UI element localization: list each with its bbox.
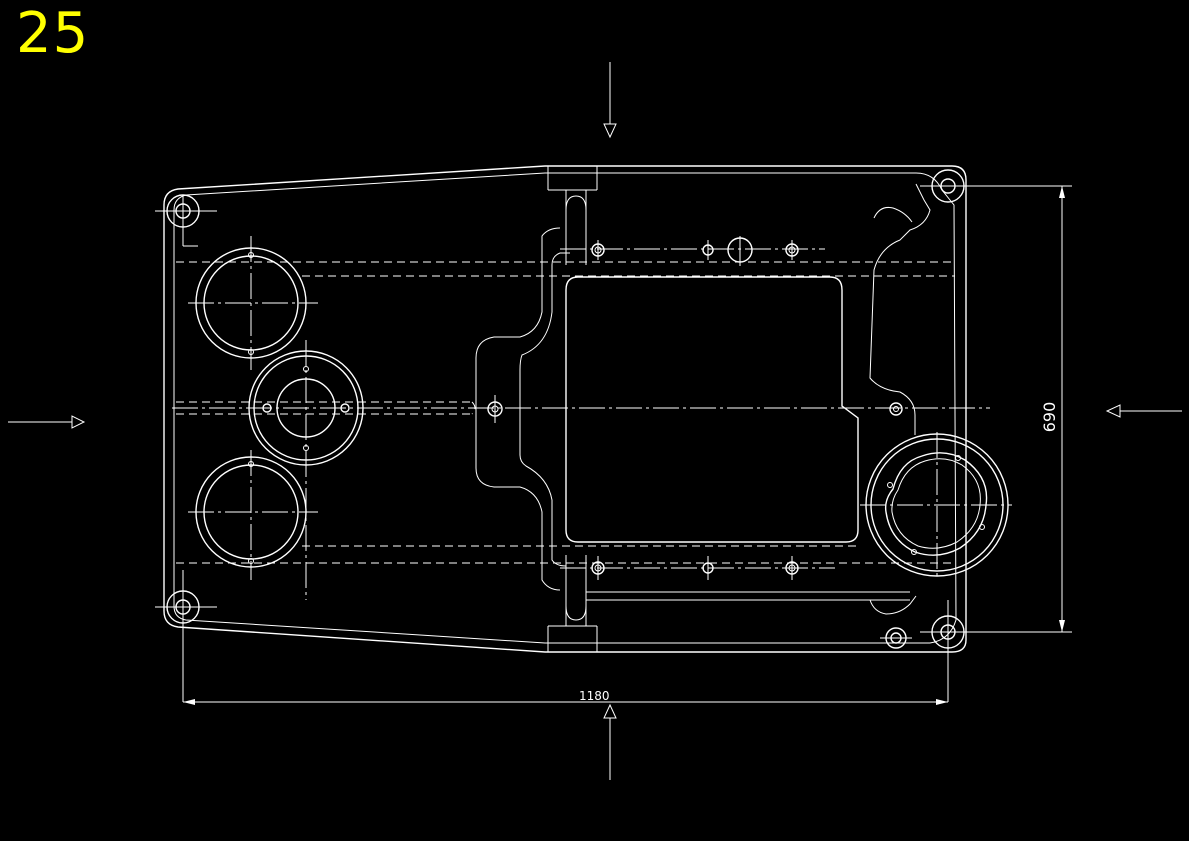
bearing-bore-right	[860, 432, 1012, 580]
right-boss-detail	[869, 183, 931, 615]
upper-rib	[547, 166, 598, 265]
bearing-bore-middle-left	[248, 340, 364, 600]
bearing-bore-lower-left	[188, 450, 318, 580]
tapped-holes-top	[591, 236, 799, 266]
dimension-height	[1059, 186, 1065, 632]
dimension-width-label: 1180	[579, 689, 610, 703]
dimension-width	[183, 699, 948, 705]
view-arrow-bottom	[603, 703, 617, 780]
corner-bolt-bottom-right	[920, 600, 1072, 702]
lower-rib	[547, 555, 910, 652]
corner-bolt-top-right	[920, 169, 1072, 203]
view-arrow-right	[1105, 404, 1182, 418]
bolt-hole-bottom-lug	[880, 627, 912, 649]
central-cavity	[475, 227, 859, 591]
corner-bolt-top-left	[155, 194, 217, 247]
tapped-holes-bottom	[591, 556, 799, 580]
sheet-number: 25	[16, 1, 90, 66]
view-arrow-left	[8, 415, 86, 429]
dimension-height-label: 690	[1040, 402, 1059, 433]
view-arrow-top	[603, 62, 617, 139]
corner-bolt-bottom-left	[155, 570, 217, 702]
bearing-bore-upper-left	[188, 236, 318, 370]
center-boss-hole	[487, 395, 503, 423]
